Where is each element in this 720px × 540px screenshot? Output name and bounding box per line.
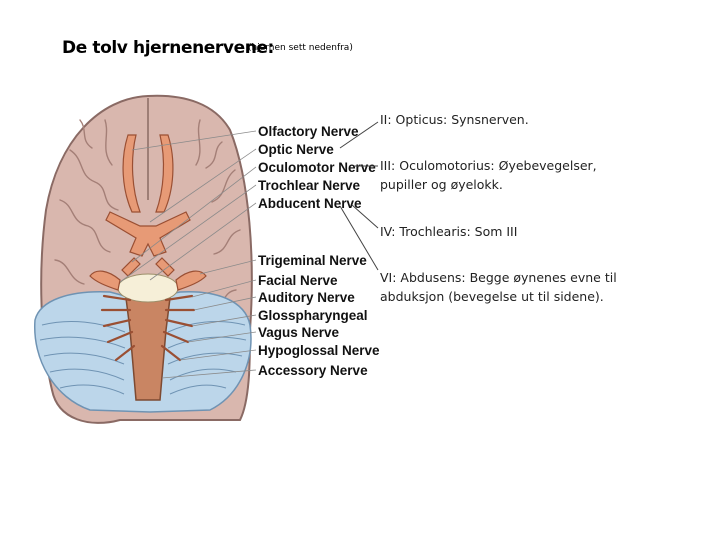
cerebellum-folia [39,320,247,395]
nerve-label: Facial Nerve [258,273,338,288]
description-oculomotor: III: Oculomotorius: Øyebevegelser, pupil… [380,158,597,192]
optic-chiasm [105,211,191,257]
nerve-label: Trochlear Nerve [258,178,361,193]
trigeminal-nerve-left [89,270,121,291]
nerve-label: Glosspharyngeal [258,308,368,323]
description-trochlear: IV: Trochlearis: Som III [380,224,518,239]
lower-nerve-roots [100,294,196,362]
nerve-label: Accessory Nerve [258,363,368,378]
pons [117,273,179,303]
trigeminal-nerve-right [175,270,207,291]
cranial-nerves [89,134,207,291]
description-abducens: VI: Abdusens: Begge øynenes evne til abd… [380,270,617,304]
nerve-label: Hypoglossal Nerve [258,343,380,358]
nerve-label: Oculomotor Nerve [258,160,376,175]
nerve-labels: Olfactory Nerve Optic Nerve Oculomotor N… [258,124,380,378]
page-subtitle: (hjernen sett nedenfra) [248,43,353,53]
oculomotor-nerve-right [155,257,175,277]
olfactory-nerve-left [122,134,141,213]
nerve-label: Olfactory Nerve [258,124,359,139]
olfactory-nerve-right [155,134,174,213]
nerve-label: Trigeminal Nerve [258,253,367,268]
description-connectors [339,121,379,271]
description-optic: II: Opticus: Synsnerven. [380,112,529,127]
nerve-label: Abducent Nerve [258,196,362,211]
page-title: De tolv hjernenervene: [62,38,274,58]
nerve-label: Optic Nerve [258,142,334,157]
nerve-label: Auditory Nerve [258,290,355,305]
nerve-label: Vagus Nerve [258,325,340,340]
label-leader-lines [119,130,257,379]
